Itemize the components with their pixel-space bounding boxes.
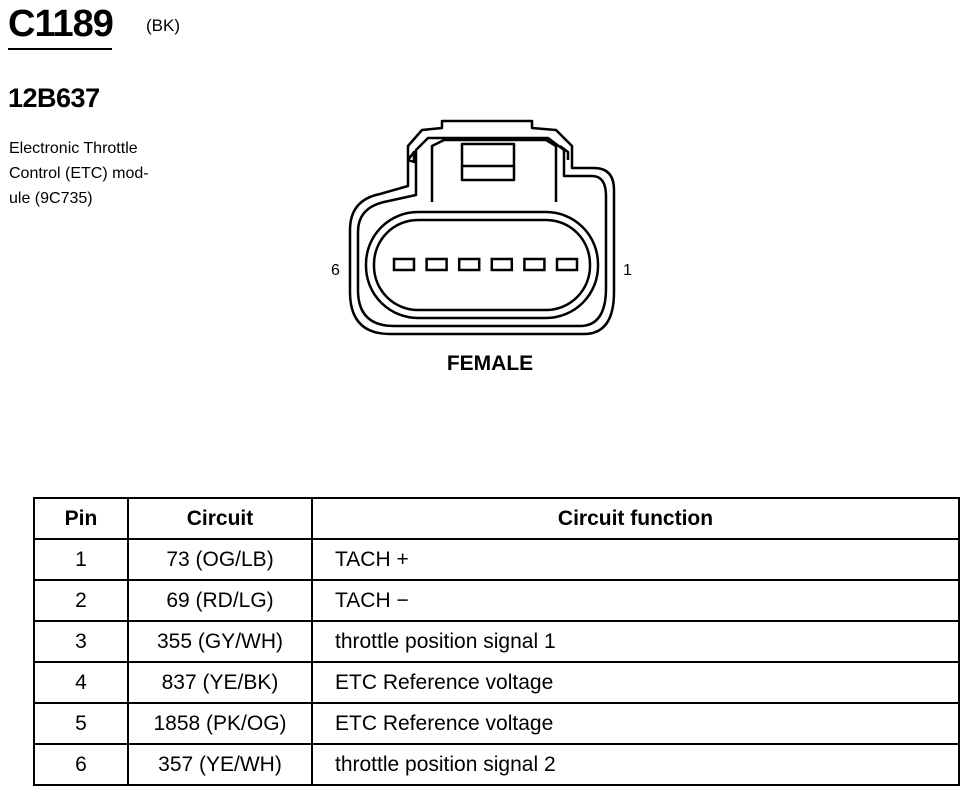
function-cell: TACH +	[311, 538, 960, 581]
part-number: 12B637	[8, 83, 100, 113]
pin-terminal	[425, 257, 448, 272]
function-cell: ETC Reference voltage	[311, 661, 960, 704]
circuit-cell: 1858 (PK/OG)	[127, 702, 313, 745]
pin-terminal	[392, 257, 416, 272]
pin-terminal	[523, 257, 546, 272]
header-circuit: Circuit	[127, 497, 313, 540]
pin-terminal	[555, 257, 579, 272]
pin-cell: 3	[33, 620, 129, 663]
connector-id: C1189	[8, 3, 114, 45]
description-line: Control (ETC) mod-	[9, 165, 149, 182]
pin-cell: 5	[33, 702, 129, 745]
component-description: Electronic Throttle Control (ETC) mod- u…	[9, 136, 179, 211]
housing-outline	[348, 119, 616, 336]
circuit-cell: 73 (OG/LB)	[127, 538, 313, 581]
pin-label-left: 6	[331, 262, 340, 279]
pin-cell: 1	[33, 538, 129, 581]
circuit-cell: 355 (GY/WH)	[127, 620, 313, 663]
connector-gender-label: FEMALE	[446, 352, 534, 375]
pinout-table: Pin Circuit Circuit function 1 73 (OG/LB…	[33, 497, 960, 786]
connector-face-diagram	[348, 119, 616, 336]
left-notch	[406, 150, 416, 164]
pin-cavity-inner	[372, 218, 592, 312]
table-row: 2 69 (RD/LG) TACH −	[33, 579, 960, 622]
pin-terminal	[457, 257, 481, 272]
description-line: Electronic Throttle	[9, 140, 138, 157]
latch-outline	[430, 138, 558, 202]
pin-cell: 6	[33, 743, 129, 786]
connector-id-underline	[8, 48, 112, 50]
table-row: 6 357 (YE/WH) throttle position signal 2	[33, 743, 960, 786]
table-header-row: Pin Circuit Circuit function	[33, 497, 960, 540]
pin-cell: 2	[33, 579, 129, 622]
housing-inner-outline	[356, 136, 608, 328]
color-code: (BK)	[146, 16, 180, 35]
pin-terminal	[490, 257, 514, 272]
table-row: 3 355 (GY/WH) throttle position signal 1	[33, 620, 960, 663]
latch-tab	[460, 142, 516, 182]
table-row: 1 73 (OG/LB) TACH +	[33, 538, 960, 581]
description-line: ule (9C735)	[9, 190, 93, 207]
circuit-cell: 69 (RD/LG)	[127, 579, 313, 622]
header-circuit-function: Circuit function	[311, 497, 960, 540]
function-cell: throttle position signal 1	[311, 620, 960, 663]
table-row: 5 1858 (PK/OG) ETC Reference voltage	[33, 702, 960, 745]
pin-cavity	[364, 210, 600, 320]
function-cell: ETC Reference voltage	[311, 702, 960, 745]
function-cell: throttle position signal 2	[311, 743, 960, 786]
circuit-cell: 837 (YE/BK)	[127, 661, 313, 704]
pin-cell: 4	[33, 661, 129, 704]
pin-label-right: 1	[623, 262, 632, 279]
circuit-cell: 357 (YE/WH)	[127, 743, 313, 786]
header-pin: Pin	[33, 497, 129, 540]
function-cell: TACH −	[311, 579, 960, 622]
table-row: 4 837 (YE/BK) ETC Reference voltage	[33, 661, 960, 704]
right-notch	[559, 145, 570, 160]
pin-terminals	[392, 257, 579, 272]
